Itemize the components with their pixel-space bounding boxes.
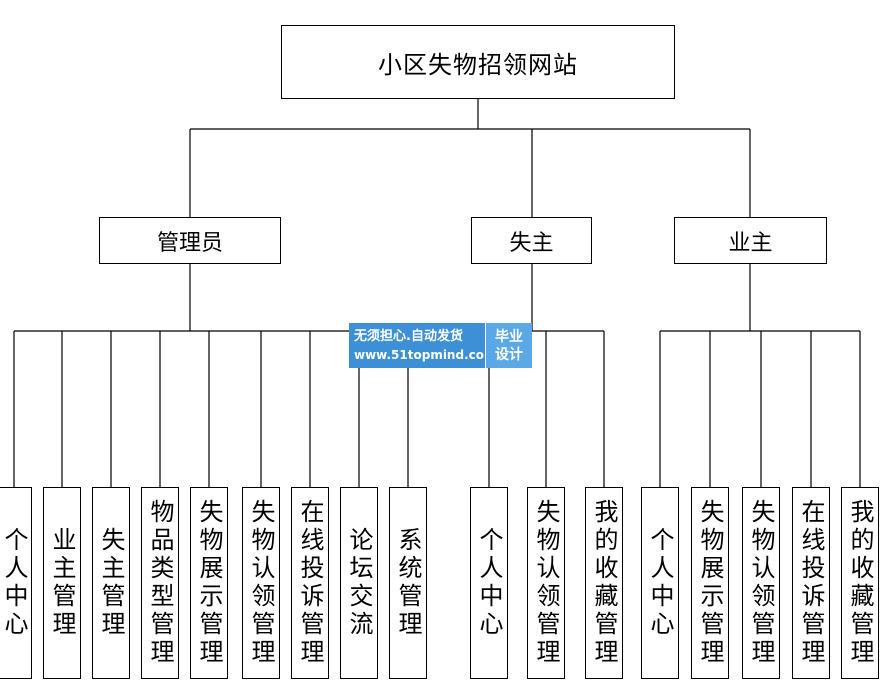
admin-leaf-lost-display-mgmt: 失物展示管理 [190,487,228,679]
admin-leaf-forum: 论坛交流 [340,487,378,679]
watermark-tag1: 毕业 [495,328,523,345]
role-label-loser: 失主 [509,230,554,256]
watermark-tag: 毕业 设计 [485,323,532,368]
leaf-label: 我的收藏管理 [590,499,618,667]
owner-leaf-complaint-mgmt: 在线投诉管理 [792,487,830,679]
leaf-label: 物品类型管理 [146,499,174,667]
leaf-label: 个人中心 [646,527,674,639]
leaf-label: 失物认领管理 [747,499,775,667]
role-label-owner: 业主 [728,230,773,256]
leaf-label: 在线投诉管理 [797,499,825,667]
owner-leaf-lost-claim-mgmt: 失物认领管理 [742,487,780,679]
leaf-label: 失物展示管理 [195,499,223,667]
role-label-admin: 管理员 [156,230,223,256]
watermark-line2: www.51topmind.com [354,347,497,362]
leaf-label: 系统管理 [394,527,422,639]
role-node-owner: 业主 [674,217,827,264]
admin-leaf-personal-center: 个人中心 [0,487,32,679]
leaf-label: 个人中心 [0,527,28,639]
owner-leaf-personal-center: 个人中心 [641,487,679,679]
loser-leaf-personal-center: 个人中心 [470,487,508,679]
admin-leaf-item-type-mgmt: 物品类型管理 [141,487,179,679]
admin-leaf-complaint-mgmt: 在线投诉管理 [291,487,329,679]
owner-leaf-favorites-mgmt: 我的收藏管理 [841,487,879,679]
leaf-label: 失物认领管理 [247,499,275,667]
leaf-label: 失物认领管理 [532,499,560,667]
admin-leaf-lost-claim-mgmt: 失物认领管理 [242,487,280,679]
leaf-label: 论坛交流 [345,527,373,639]
leaf-label: 我的收藏管理 [846,499,874,667]
role-node-loser: 失主 [471,217,592,264]
watermark-banner: 无须担心.自动发货 www.51topmind.com 毕业 设计 [349,323,532,368]
admin-leaf-loser-mgmt: 失主管理 [92,487,130,679]
owner-leaf-lost-display-mgmt: 失物展示管理 [691,487,729,679]
watermark-tag2: 设计 [495,346,523,363]
admin-leaf-owner-mgmt: 业主管理 [43,487,81,679]
admin-leaf-system-mgmt: 系统管理 [389,487,427,679]
loser-leaf-favorites-mgmt: 我的收藏管理 [585,487,623,679]
role-node-admin: 管理员 [99,217,281,264]
root-label: 小区失物招领网站 [378,50,578,79]
leaf-label: 在线投诉管理 [296,499,324,667]
leaf-label: 失物展示管理 [696,499,724,667]
watermark-line1: 无须担心.自动发货 [354,328,463,344]
root-node: 小区失物招领网站 [281,25,675,99]
leaf-label: 个人中心 [475,527,503,639]
leaf-label: 业主管理 [48,527,76,639]
leaf-label: 失主管理 [97,527,125,639]
loser-leaf-lost-claim-mgmt: 失物认领管理 [527,487,565,679]
watermark-text-block: 无须担心.自动发货 www.51topmind.com [349,323,497,368]
